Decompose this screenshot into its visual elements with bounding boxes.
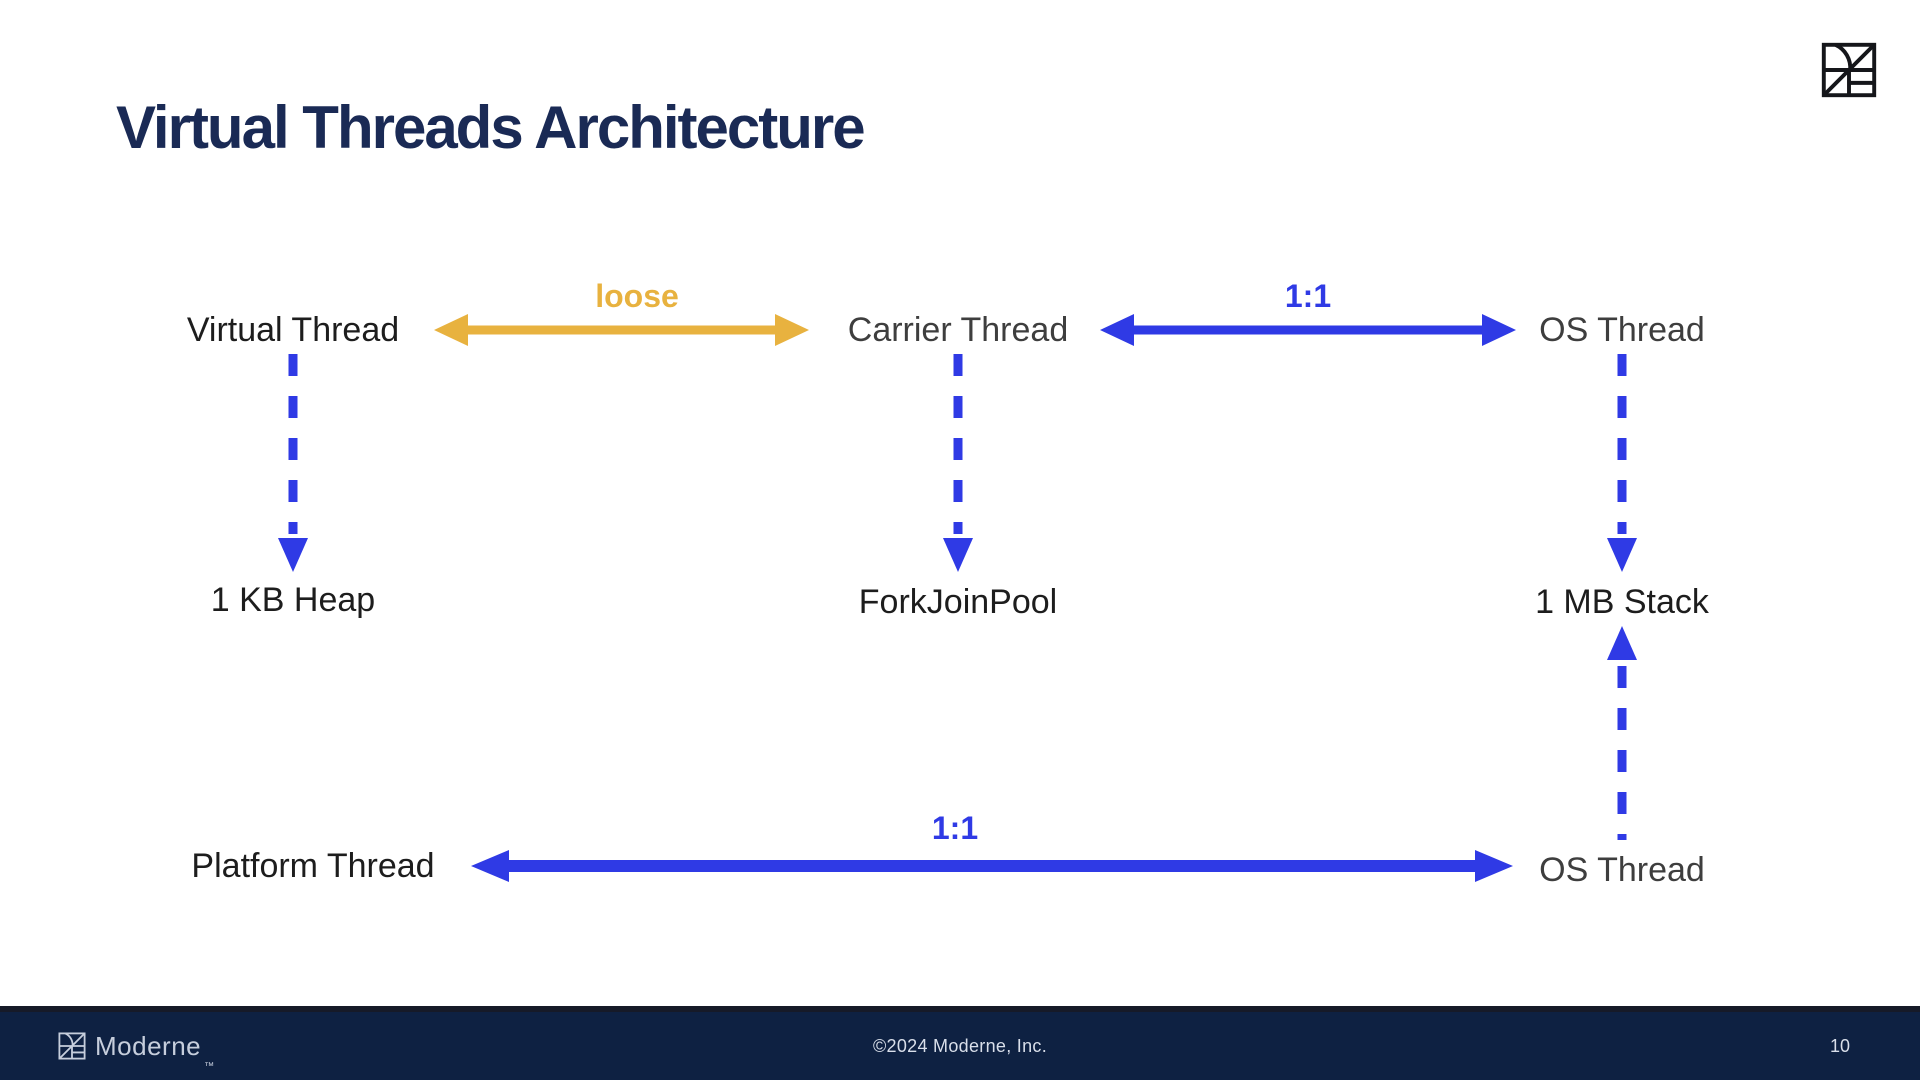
footer-bar: Moderne ™ ©2024 Moderne, Inc. 10 — [0, 1006, 1920, 1080]
node-virtual-thread: Virtual Thread — [186, 311, 400, 349]
node-platform-thread: Platform Thread — [191, 847, 435, 885]
footer-copyright: ©2024 Moderne, Inc. — [872, 1035, 1048, 1056]
node-stack: 1 MB Stack — [1535, 583, 1709, 621]
footer-page-number: 10 — [1829, 1035, 1850, 1056]
page-title: Virtual Threads Architecture — [116, 94, 866, 161]
dashed-arrow-virtual-to-heap — [275, 354, 311, 572]
node-forkjoinpool: ForkJoinPool — [858, 583, 1058, 621]
footer-brand: Moderne ™ — [58, 1012, 214, 1080]
node-os-thread-top: OS Thread — [1539, 311, 1705, 349]
edge-label-1to1-top: 1:1 — [1284, 278, 1332, 314]
footer-brand-name: Moderne — [95, 1031, 202, 1061]
node-carrier-thread: Carrier Thread — [847, 311, 1069, 349]
node-os-thread-bottom: OS Thread — [1539, 851, 1705, 889]
footer-brand-trademark: ™ — [204, 1061, 215, 1072]
moderne-logo-icon — [1820, 42, 1878, 98]
moderne-logo-icon — [58, 1032, 86, 1060]
double-arrow-carrier-os — [1100, 313, 1516, 347]
double-arrow-platform-os — [471, 848, 1513, 884]
edge-label-loose: loose — [595, 278, 679, 314]
dashed-arrow-os-to-stack — [1604, 354, 1640, 572]
node-heap: 1 KB Heap — [210, 581, 376, 619]
edge-label-1to1-bottom: 1:1 — [931, 810, 979, 846]
double-arrow-virtual-carrier — [434, 313, 809, 347]
dashed-arrow-osbottom-to-stack — [1604, 626, 1640, 840]
dashed-arrow-carrier-to-forkjoinpool — [940, 354, 976, 572]
